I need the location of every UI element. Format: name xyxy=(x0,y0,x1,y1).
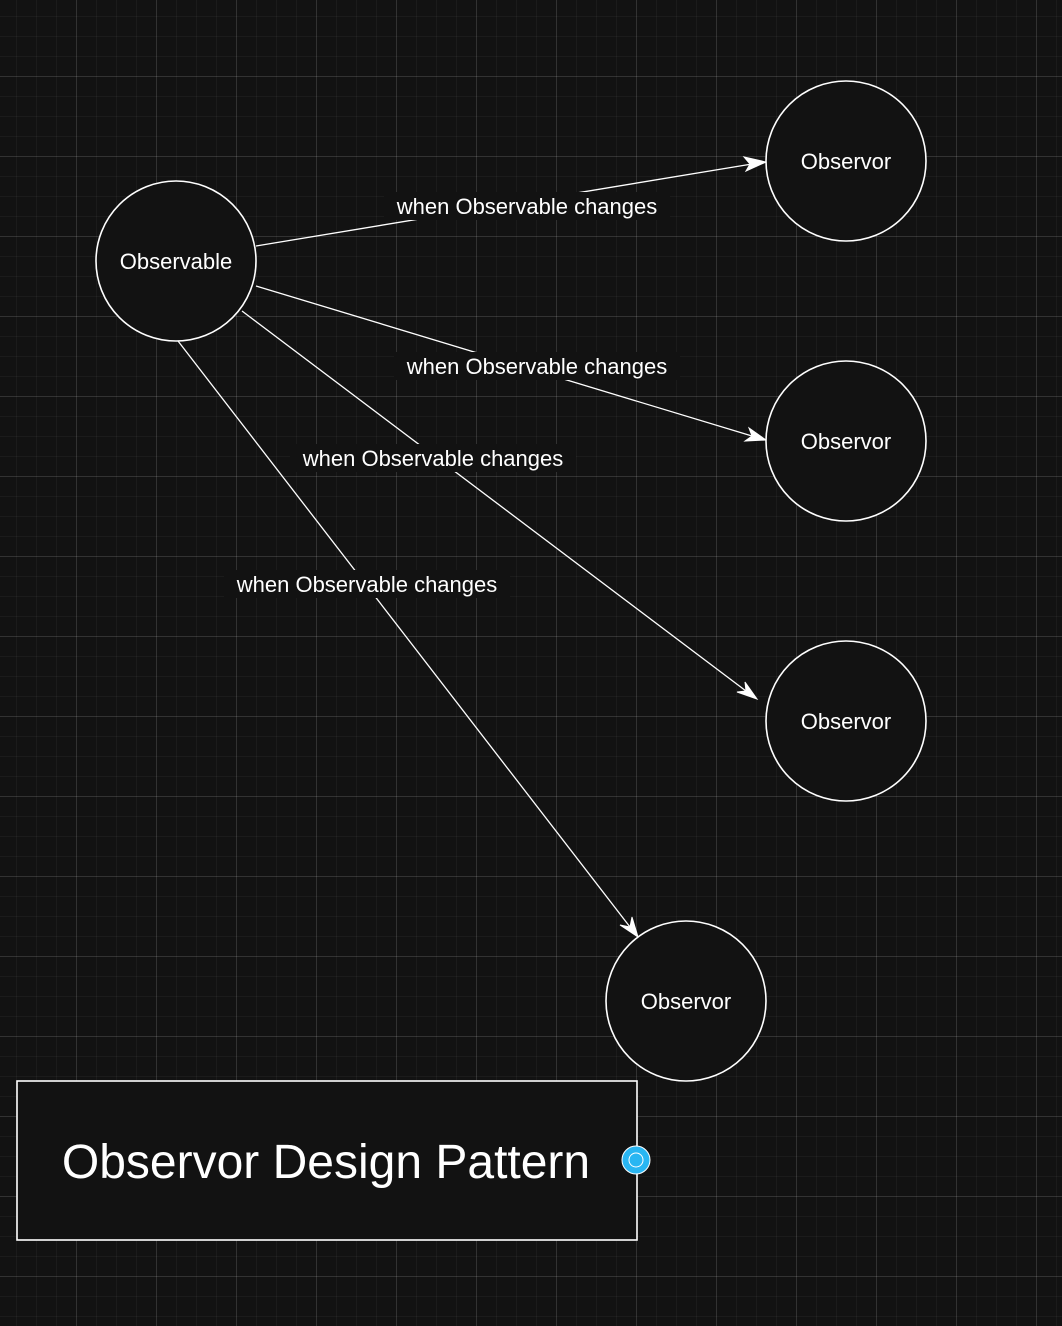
observer-2-circle[interactable] xyxy=(765,360,927,522)
edge-3[interactable]: when Observable changes xyxy=(241,310,759,700)
edge-4-label-bg xyxy=(224,570,510,598)
edge-2-arrowhead xyxy=(743,426,768,442)
edge-2[interactable]: when Observable changes xyxy=(255,285,768,442)
edge-4[interactable]: when Observable changes xyxy=(177,340,639,939)
observer-4-circle[interactable] xyxy=(605,920,767,1082)
edge-1-arrowhead xyxy=(742,156,768,173)
observable-node[interactable]: Observable xyxy=(95,180,257,342)
edge-3-label[interactable]: when Observable changes xyxy=(302,446,564,471)
observer-node-1[interactable]: Observor xyxy=(765,80,927,242)
observer-1-label: Observor xyxy=(801,149,891,174)
observer-3-circle[interactable] xyxy=(765,640,927,802)
edge-3-label-bg xyxy=(290,444,576,472)
edge-4-arrowhead xyxy=(619,916,639,939)
edge-1-label[interactable]: when Observable changes xyxy=(396,194,658,219)
edge-3-arrowhead xyxy=(736,681,759,700)
title-text: Observor Design Pattern xyxy=(62,1136,590,1189)
observable-label: Observable xyxy=(120,249,233,274)
edge-2-label-bg xyxy=(394,352,680,380)
connection-handle-icon[interactable] xyxy=(621,1145,651,1175)
observer-1-circle[interactable] xyxy=(765,80,927,242)
observer-node-4[interactable]: Observor xyxy=(605,920,767,1082)
edge-1-label-bg xyxy=(384,192,670,220)
observer-node-3[interactable]: Observor xyxy=(765,640,927,802)
edge-4-label[interactable]: when Observable changes xyxy=(236,572,498,597)
title-rect[interactable] xyxy=(16,1080,638,1241)
observer-2-label: Observor xyxy=(801,429,891,454)
observer-4-label: Observor xyxy=(641,989,731,1014)
edge-4-line[interactable] xyxy=(177,340,631,928)
observer-node-2[interactable]: Observor xyxy=(765,360,927,522)
connection-handle[interactable] xyxy=(621,1145,651,1175)
title-box[interactable]: Observor Design Pattern xyxy=(16,1080,651,1241)
observer-3-label: Observor xyxy=(801,709,891,734)
observable-circle[interactable] xyxy=(95,180,257,342)
edge-2-label[interactable]: when Observable changes xyxy=(406,354,668,379)
edge-1[interactable]: when Observable changes xyxy=(255,156,768,247)
connection-handle-inner-icon xyxy=(628,1152,644,1168)
edge-3-line[interactable] xyxy=(241,310,747,692)
